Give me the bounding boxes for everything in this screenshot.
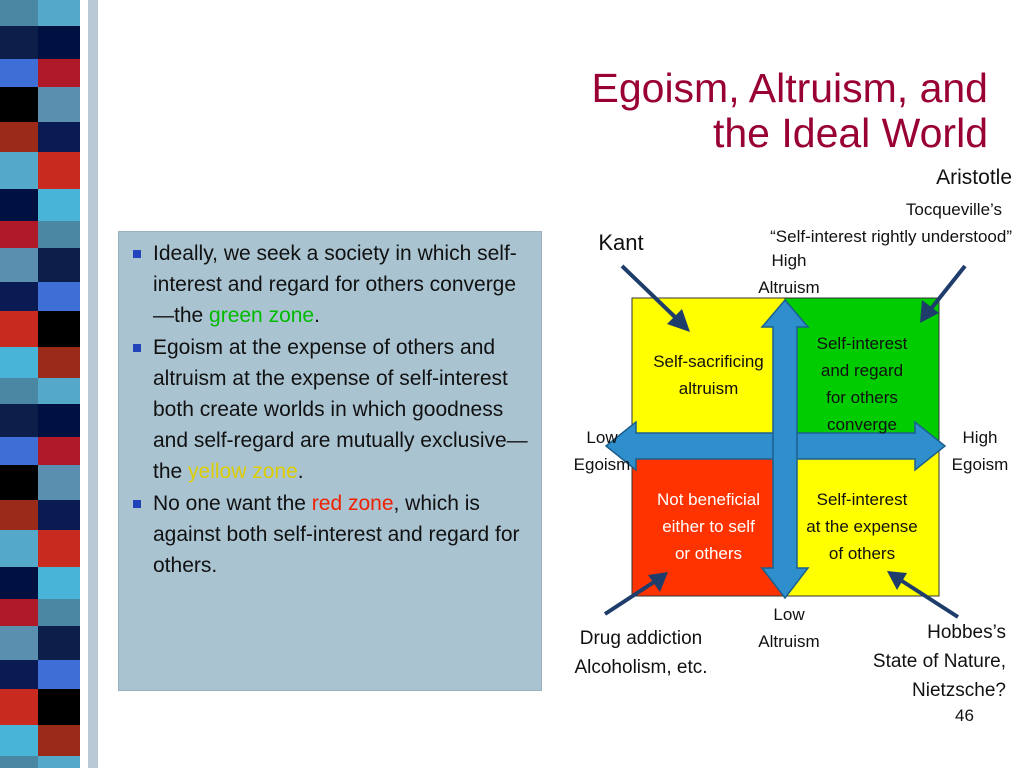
decorative-stripe-border — [0, 0, 98, 768]
bullet-text-end: , which is against both self-interest an… — [153, 492, 520, 577]
highlight-yellow: yellow zone — [188, 460, 298, 483]
quadrant-text: of others — [828, 544, 896, 563]
bullet-text-end: . — [314, 304, 320, 327]
quadrant-text: Self-sacrificing — [653, 352, 764, 371]
quadrant-label-expense-of-others: Self-interest at the expense of others — [785, 486, 939, 567]
quadrant-expense-of-others — [784, 441, 940, 597]
example-drug-addiction: Drug addiction Alcoholism, etc. — [556, 624, 726, 682]
bullet-box: Ideally, we seek a society in which self… — [118, 231, 542, 691]
axis-text: Low — [586, 428, 618, 447]
quadrant-label-self-sacrificing: Self-sacrificing altruism — [632, 348, 785, 402]
quadrant-converge — [784, 297, 940, 443]
pointer-arrow-kant — [620, 264, 690, 332]
axis-label-high-egoism: High Egoism — [945, 424, 1015, 478]
axis-label-low-altruism: Low Altruism — [740, 601, 838, 655]
bullet-text-end: . — [297, 460, 304, 483]
quadrant-text: Self-interest — [816, 334, 908, 353]
bullet-square-icon — [133, 344, 141, 352]
quadrant-text: converge — [827, 415, 897, 434]
bullet-item: Egoism at the expense of others and altr… — [133, 332, 531, 487]
bullet-square-icon — [133, 250, 141, 258]
quadrant-not-beneficial — [631, 441, 786, 597]
example-text: Nietzsche? — [912, 680, 1006, 701]
pointer-arrow-drug — [603, 572, 668, 616]
bullet-list: Ideally, we seek a society in which self… — [119, 232, 541, 581]
title-line-1: Egoism, Altruism, and — [591, 65, 989, 111]
quadrant-text: Not beneficial — [656, 490, 760, 509]
example-text: Alcoholism, etc. — [574, 657, 708, 678]
axis-label-low-egoism: Low Egoism — [566, 424, 638, 478]
bullet-text: Ideally, we seek a society in which self… — [153, 242, 517, 327]
quadrant-label-not-beneficial: Not beneficial either to self or others — [632, 486, 785, 567]
vertical-double-arrow — [760, 298, 810, 600]
example-aristotle: Aristotle — [936, 166, 1012, 189]
quadrant-text: for others — [826, 388, 898, 407]
axis-text: Egoism — [951, 455, 1009, 474]
axis-text: High — [962, 428, 998, 447]
pointer-arrow-aristotle — [920, 264, 967, 323]
bullet-square-icon — [133, 500, 141, 508]
quadrant-text: at the expense — [806, 517, 918, 536]
axis-text: High — [771, 251, 807, 270]
example-tocqueville: Tocqueville’s “Self-interest rightly und… — [720, 196, 1012, 250]
axis-label-high-altruism: High Altruism — [740, 247, 838, 301]
example-text: Drug addiction — [579, 628, 703, 649]
bullet-item: No one want the red zone, which is again… — [133, 488, 531, 581]
quadrant-text: or others — [674, 544, 743, 563]
quadrant-text: and regard — [820, 361, 904, 380]
axis-text: Altruism — [758, 278, 820, 297]
highlight-red: red zone — [311, 492, 394, 515]
title-line-2: the Ideal World — [712, 110, 988, 156]
bullet-text: Egoism at the expense of others and altr… — [153, 336, 528, 483]
quadrant-text: Self-interest — [816, 490, 908, 509]
quadrant-label-converge: Self-interest and regard for others conv… — [785, 330, 939, 438]
example-text: Tocqueville’s — [905, 200, 1002, 219]
page-number: 46 — [955, 706, 974, 725]
pointer-arrow-hobbes — [887, 571, 960, 619]
example-text: “Self-interest rightly understood” — [770, 227, 1012, 246]
quadrant-self-sacrificing — [631, 297, 786, 443]
example-hobbes: Hobbes’s State of Nature, Nietzsche? — [836, 618, 1006, 705]
slide-title: Egoism, Altruism, and the Ideal World — [388, 65, 989, 156]
example-kant: Kant — [598, 230, 644, 255]
quadrant-text: altruism — [678, 379, 739, 398]
bullet-item: Ideally, we seek a society in which self… — [133, 238, 531, 331]
quadrant-text: either to self — [662, 517, 755, 536]
axis-text: Altruism — [758, 632, 820, 651]
axis-text: Low — [773, 605, 805, 624]
example-text: Hobbes’s — [927, 622, 1006, 643]
highlight-green: green zone — [209, 304, 315, 327]
bullet-text: No one want the — [153, 492, 312, 515]
axis-text: Egoism — [573, 455, 631, 474]
example-text: State of Nature, — [872, 651, 1006, 672]
